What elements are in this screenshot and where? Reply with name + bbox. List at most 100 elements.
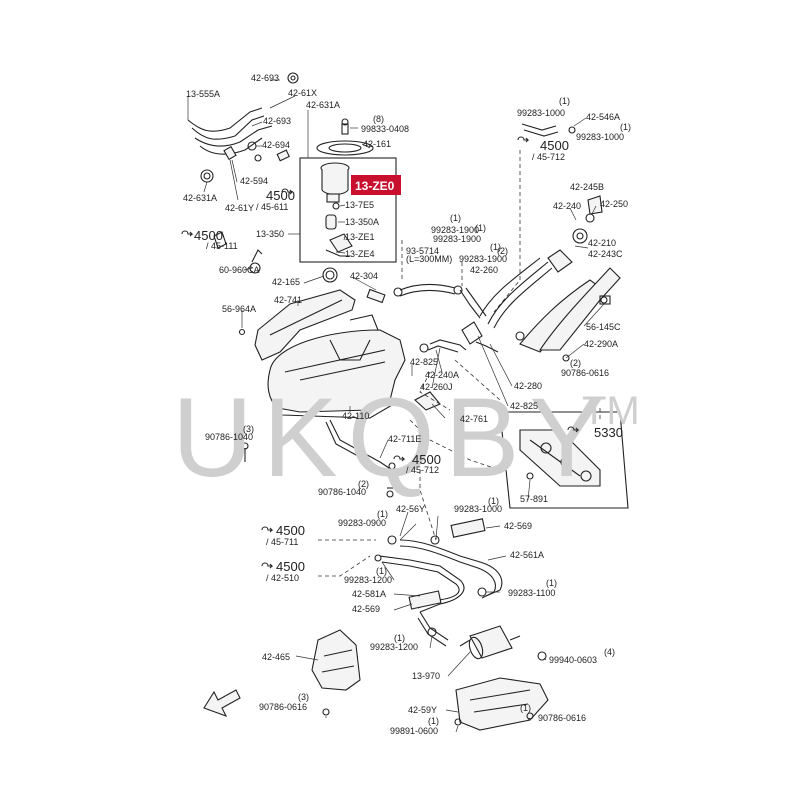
- part-label: 99283-1200: [344, 575, 392, 585]
- part-label: (L=300MM): [406, 254, 452, 264]
- part-label: 99283-0900: [338, 518, 386, 528]
- part-label: 90786-0616: [538, 713, 586, 723]
- part-label: 42-825: [410, 357, 438, 367]
- part-label: 99833-0408: [361, 124, 409, 134]
- part-label: 42-110: [342, 411, 369, 421]
- part-label: 42-280: [514, 381, 542, 391]
- ref-arrow-icon: [517, 136, 530, 143]
- part-label: 56-145C: [586, 322, 621, 332]
- quantity-label: (1): [450, 213, 461, 223]
- quantity-label: (8): [373, 114, 384, 124]
- drawing-canister-box: [499, 411, 629, 509]
- part-label: 99283-1000: [517, 108, 565, 118]
- part-label: 4500: [276, 559, 305, 574]
- quantity-label: (1): [488, 496, 499, 506]
- part-label: 99283-1200: [370, 642, 418, 652]
- quantity-label: (1): [377, 509, 388, 519]
- part-label: 5330: [594, 425, 623, 440]
- quantity-label: (1): [546, 578, 557, 588]
- part-label: 42-546A: [586, 112, 620, 122]
- part-label: 90786-1040: [205, 432, 253, 442]
- quantity-label: (1): [620, 122, 631, 132]
- part-label: 42-245B: [570, 182, 604, 192]
- washer-icon: [287, 72, 299, 84]
- part-label: 13-555A: [186, 89, 220, 99]
- part-label: 42-741: [274, 295, 302, 305]
- quantity-label: (1): [428, 716, 439, 726]
- part-label: 99283-1900: [431, 225, 479, 235]
- part-label: 42-210: [588, 238, 616, 248]
- part-label: 99283-1900: [433, 234, 481, 244]
- part-label: 42-694: [262, 140, 290, 150]
- highlight-box: [351, 175, 401, 195]
- part-label: 42-59Y: [408, 705, 437, 715]
- quantity-label: (1): [559, 96, 570, 106]
- quantity-label: (1): [394, 633, 405, 643]
- quantity-label: (1): [376, 566, 387, 576]
- part-label: 90786-0616: [259, 702, 307, 712]
- ref-arrow-icon: [393, 455, 406, 462]
- part-label: 42-581A: [352, 589, 386, 599]
- quantity-label: (2): [358, 479, 369, 489]
- part-label: 42-56Y: [396, 504, 425, 514]
- part-label: / 45-111: [206, 241, 238, 251]
- ref-arrow-icon: [281, 188, 294, 195]
- drawing-filler-neck: [419, 123, 621, 362]
- drawing-fuel-lines: [374, 518, 503, 647]
- quantity-label: (1): [490, 242, 501, 252]
- drawing-vent-hoses: [393, 283, 487, 319]
- drawing-pump-assembly: [299, 118, 397, 263]
- part-label: 60-960CA: [219, 265, 260, 275]
- quantity-label: (1): [520, 703, 531, 713]
- part-label: 4500: [412, 452, 441, 467]
- quantity-label: (1): [475, 223, 486, 233]
- part-label: 13-350: [256, 229, 284, 239]
- part-label: 42-711E: [388, 434, 421, 444]
- part-label: 42-61Y: [225, 203, 254, 213]
- drawing-fuel-tank: [267, 267, 406, 419]
- part-label: 99283-1900: [459, 254, 507, 264]
- part-label: 42-569: [352, 604, 380, 614]
- part-label: 42-825: [510, 401, 538, 411]
- part-label: 42-561A: [510, 550, 544, 560]
- part-label: 13-ZE1: [345, 232, 375, 242]
- watermark: UKQBY TM: [172, 375, 640, 500]
- part-label: 42-761: [460, 414, 488, 424]
- part-label: 90786-1040: [318, 487, 366, 497]
- highlight-part-13-ze0[interactable]: 13-ZE0: [351, 175, 401, 195]
- quantity-label: (3): [298, 692, 309, 702]
- part-label: 42-290A: [584, 339, 618, 349]
- quantity-label: (2): [570, 358, 581, 368]
- part-label: 99891-0600: [390, 726, 438, 736]
- part-label: / 45-712: [532, 152, 565, 162]
- part-label: / 45-711: [266, 537, 298, 547]
- part-label: 56-964A: [222, 304, 256, 314]
- part-label: 93-5714: [406, 246, 439, 256]
- drawing-heat-shield-42-741: [238, 289, 356, 361]
- quantity-label: (2): [497, 246, 508, 256]
- ref-arrow-icon: [261, 526, 274, 533]
- part-label: 4500: [266, 188, 295, 203]
- part-label: 42-693: [263, 116, 291, 126]
- part-label: 4500: [540, 138, 569, 153]
- ref-arrow-icon: [567, 426, 580, 433]
- part-label: 42-465: [262, 652, 290, 662]
- fwd-arrow: [203, 689, 241, 717]
- reference-lines: [318, 150, 601, 577]
- part-label: 42-250: [600, 199, 628, 209]
- part-label: 99283-1000: [454, 504, 502, 514]
- part-label: 4500: [194, 228, 223, 243]
- part-label: / 45-712: [406, 465, 439, 475]
- leader-lines: [187, 79, 605, 733]
- part-label: 42-594: [240, 176, 268, 186]
- part-label: 42-631A: [306, 100, 340, 110]
- part-label: 13-7E5: [345, 200, 374, 210]
- watermark-text: UKQBY: [172, 375, 614, 500]
- part-label: 42-165: [272, 277, 300, 287]
- part-label: 99283-1000: [576, 132, 624, 142]
- drawing-fuel-filter: [459, 625, 547, 661]
- washer-icon: [290, 75, 296, 81]
- part-label: / 45-611: [256, 202, 288, 212]
- part-label: 42-61X: [288, 88, 317, 98]
- part-label: 42-260: [470, 265, 498, 275]
